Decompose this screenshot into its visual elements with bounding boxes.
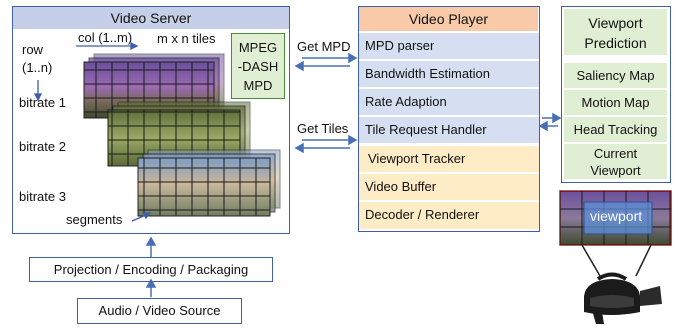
head-tracking-module: Head Tracking <box>564 117 667 142</box>
viewport-prediction-panel: Viewport Prediction Saliency Map Motion … <box>561 6 671 183</box>
viewport-tracker-module: Viewport Tracker <box>359 146 539 172</box>
video-player-title: Video Player <box>359 7 538 31</box>
segments-label: segments <box>66 212 123 227</box>
video-player-panel: Video Player MPD parser Bandwidth Estima… <box>358 6 540 232</box>
motion-map-module: Motion Map <box>564 90 667 115</box>
mpd-line-2: -DASH <box>237 59 279 74</box>
mpeg-dash-mpd-box: MPEG -DASH MPD <box>231 33 285 99</box>
bitrate-1-label: bitrate 1 <box>19 95 66 110</box>
video-server-title: Video Server <box>13 7 289 29</box>
tile-request-handler-module: Tile Request Handler <box>359 117 539 143</box>
current-viewport-line-1: Current <box>593 146 638 161</box>
bitrate-3-tiles <box>137 149 281 217</box>
current-viewport-line-2: Viewport <box>590 163 641 178</box>
bitrate-2-label: bitrate 2 <box>19 139 66 154</box>
mpd-line-1: MPEG <box>238 40 278 55</box>
get-mpd-label: Get MPD <box>297 39 351 54</box>
vr-headset-icon <box>584 272 662 324</box>
viewport-prediction-title: Viewport Prediction <box>564 9 667 55</box>
bitrate-3-label: bitrate 3 <box>19 189 66 204</box>
viewport-label: viewport <box>590 208 643 224</box>
row-range-label: (1..n) <box>22 60 53 75</box>
get-tiles-label: Get Tiles <box>297 121 349 136</box>
decoder-renderer-module: Decoder / Renderer <box>359 202 539 229</box>
row-label: row <box>22 42 43 57</box>
audio-video-source-box: Audio / Video Source <box>77 298 242 324</box>
saliency-map-module: Saliency Map <box>564 63 667 88</box>
video-buffer-module: Video Buffer <box>359 174 539 200</box>
rate-adaption-module: Rate Adaption <box>359 89 539 115</box>
col-label: col (1..m) <box>78 30 133 45</box>
viewport-highlight <box>583 201 653 235</box>
bandwidth-estimation-module: Bandwidth Estimation <box>359 61 539 87</box>
mpd-line-3: MPD <box>243 78 273 93</box>
mpd-parser-module: MPD parser <box>359 33 539 59</box>
current-viewport-module: Current Viewport <box>564 144 667 179</box>
prediction-title-line-2: Prediction <box>584 35 647 51</box>
video-server-panel <box>12 6 290 234</box>
prediction-title-line-1: Viewport <box>588 15 643 31</box>
tiles-label: m x n tiles <box>157 31 216 46</box>
projection-encoding-packaging-box: Projection / Encoding / Packaging <box>29 257 273 282</box>
